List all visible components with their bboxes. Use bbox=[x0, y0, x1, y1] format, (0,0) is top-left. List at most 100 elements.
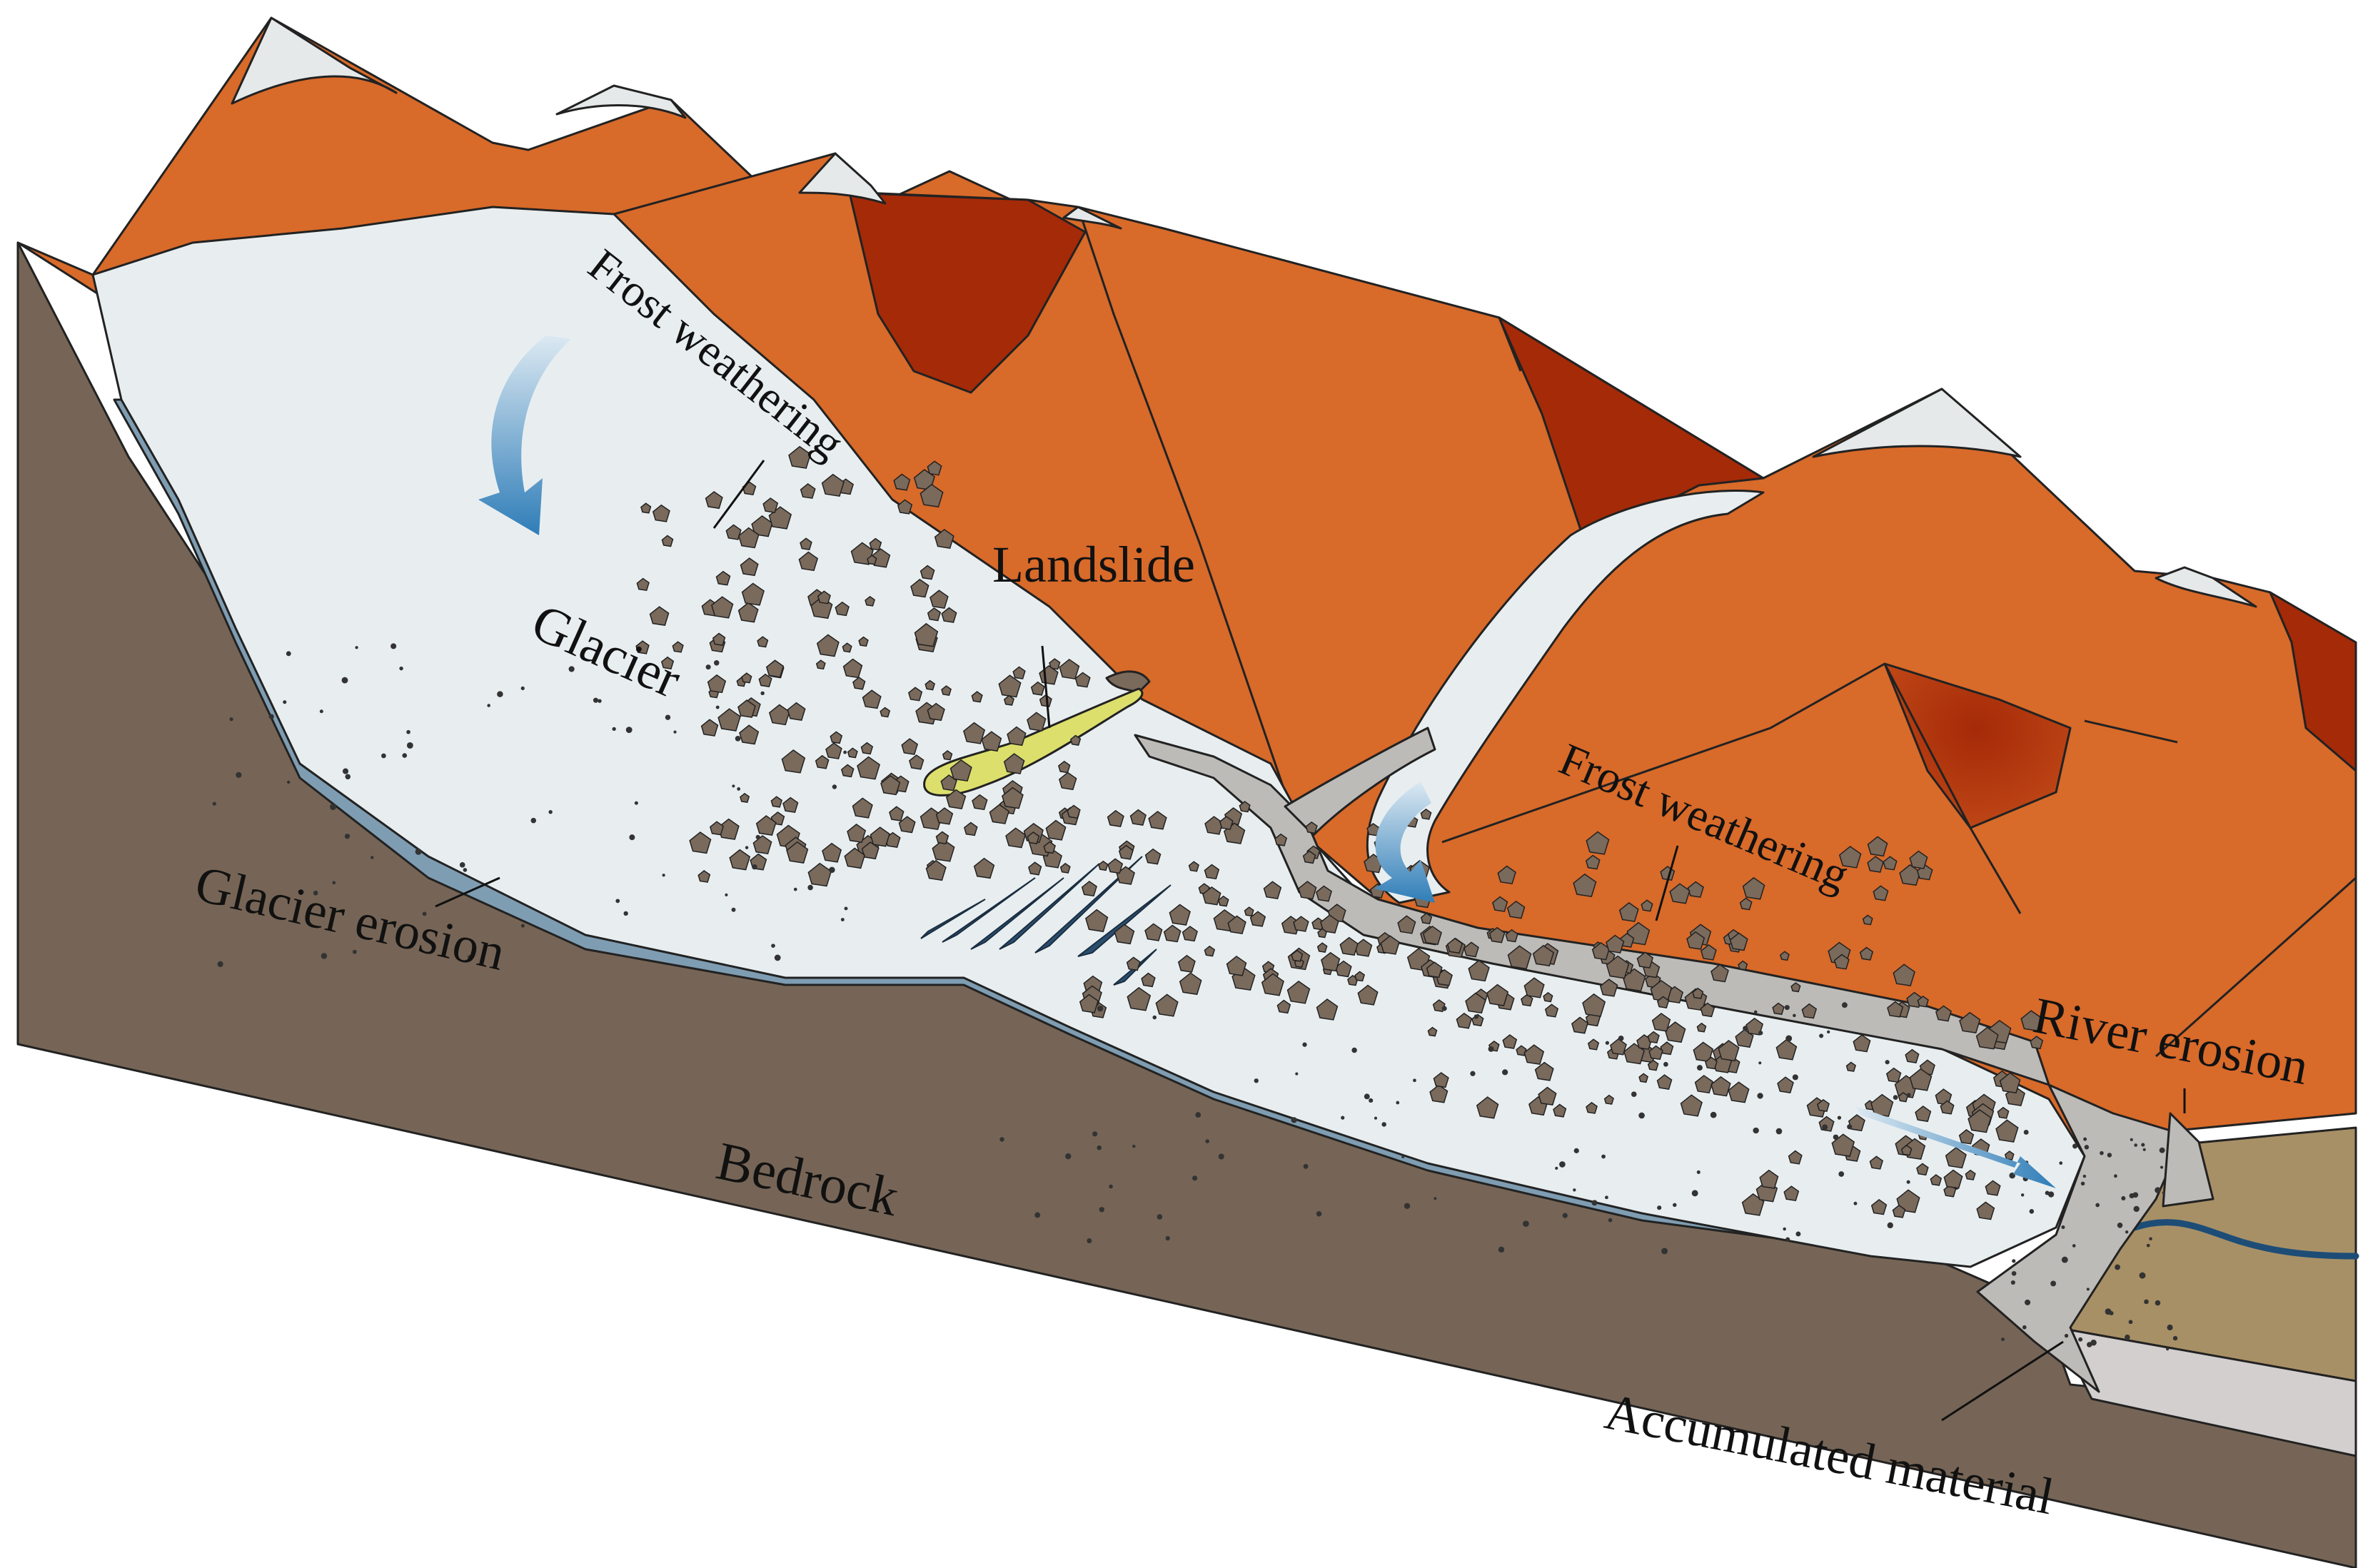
sediment-dot bbox=[352, 949, 357, 954]
sediment-dot bbox=[1785, 1035, 1793, 1042]
sediment-dot bbox=[1887, 1222, 1893, 1229]
label-landslide: Landslide bbox=[992, 536, 1195, 593]
snow-cap-1 bbox=[231, 16, 398, 105]
sediment-dot bbox=[2128, 1320, 2133, 1325]
sediment-dot bbox=[2061, 1256, 2068, 1263]
sediment-dot bbox=[1710, 1111, 1717, 1118]
mountain-shadow-face-3 bbox=[1883, 662, 2072, 829]
debris-rock bbox=[2004, 1150, 2015, 1160]
debris-rock bbox=[946, 789, 967, 809]
leader-glacier-erosion bbox=[435, 876, 500, 908]
debris-rock bbox=[1853, 1034, 1871, 1053]
debris-rock bbox=[1420, 912, 1433, 925]
debris-rock bbox=[1680, 1094, 1703, 1117]
debris-rock bbox=[1623, 1043, 1646, 1065]
sediment-dot bbox=[520, 686, 525, 691]
debris-rock bbox=[1917, 996, 1929, 1008]
sediment-dot bbox=[2050, 1280, 2057, 1287]
sediment-dot bbox=[1473, 1014, 1479, 1019]
sediment-dot bbox=[1434, 1197, 1437, 1200]
debris-rock bbox=[1940, 1100, 1955, 1115]
leader-accumulated-material bbox=[1941, 1340, 2064, 1422]
debris-rock bbox=[755, 815, 777, 836]
sediment-dot bbox=[1316, 1211, 1322, 1217]
sediment-dot bbox=[1696, 1170, 1701, 1174]
sediment-dot bbox=[1837, 1116, 1842, 1120]
debris-rock bbox=[941, 607, 957, 623]
debris-rock bbox=[1274, 833, 1288, 846]
sediment-dot bbox=[1601, 1154, 1606, 1159]
debris-rock bbox=[1320, 914, 1339, 934]
debris-rock bbox=[1074, 672, 1091, 688]
debris-rock bbox=[1468, 959, 1490, 982]
debris-rock bbox=[1775, 1038, 1798, 1061]
debris-rock bbox=[1817, 1098, 1830, 1112]
sediment-dot bbox=[793, 887, 797, 891]
sediment-dot bbox=[1696, 1065, 1703, 1071]
debris-rock bbox=[672, 641, 684, 653]
debris-rock bbox=[1759, 1169, 1779, 1189]
debris-rock bbox=[989, 804, 1010, 824]
debris-rock bbox=[2030, 1036, 2044, 1050]
sediment-dot bbox=[1605, 1041, 1610, 1045]
sediment-dot bbox=[1559, 1161, 1566, 1168]
debris-rock bbox=[1700, 1002, 1715, 1018]
debris-rock bbox=[765, 659, 785, 678]
sediment-dot bbox=[1097, 1005, 1104, 1012]
sediment-dot bbox=[1663, 1061, 1668, 1067]
debris-rock bbox=[1144, 848, 1162, 865]
debris-rock bbox=[927, 460, 942, 476]
debris-rock bbox=[1943, 1184, 1957, 1198]
debris-rock bbox=[1488, 926, 1506, 944]
sediment-dot bbox=[1785, 1237, 1790, 1242]
sediment-dot bbox=[615, 899, 620, 904]
sediment-dot bbox=[2172, 1335, 2178, 1341]
leader-frost-weathering-upper bbox=[712, 460, 765, 529]
debris-rock bbox=[1027, 712, 1047, 732]
sediment-dot bbox=[2010, 1280, 2015, 1285]
sediment-dot bbox=[1631, 1091, 1637, 1098]
sediment-dot bbox=[1502, 1069, 1508, 1076]
debris-rock bbox=[1059, 862, 1071, 874]
debris-rock bbox=[1959, 1011, 1981, 1034]
sediment-dot bbox=[623, 911, 628, 916]
debris-rock bbox=[1648, 1045, 1663, 1061]
debris-rock bbox=[1975, 1026, 1999, 1050]
debris-rock bbox=[1686, 931, 1706, 950]
sediment-dot bbox=[1341, 1116, 1345, 1120]
sediment-dot bbox=[487, 704, 490, 707]
debris-rock bbox=[1636, 951, 1654, 968]
debris-rock bbox=[1126, 956, 1141, 971]
debris-rock bbox=[1163, 924, 1182, 943]
debris-rock bbox=[1067, 804, 1081, 819]
sediment-dot bbox=[2121, 1195, 2126, 1201]
snow-cap-4 bbox=[1062, 206, 1122, 230]
landslide-scar bbox=[1105, 670, 1151, 694]
sediment-dot bbox=[2142, 1148, 2146, 1151]
debris-rock bbox=[1002, 786, 1024, 809]
debris-rock bbox=[1896, 1189, 1920, 1213]
debris-rock bbox=[1321, 951, 1341, 972]
crevasses bbox=[920, 856, 1172, 986]
sediment-dot bbox=[2139, 1272, 2146, 1279]
debris-rock bbox=[1463, 941, 1479, 958]
debris-rock bbox=[821, 473, 845, 497]
debris-rock bbox=[1357, 984, 1379, 1006]
debris-rock bbox=[865, 595, 875, 607]
debris-rock bbox=[1892, 1204, 1906, 1218]
debris-rock bbox=[1777, 1076, 1794, 1093]
debris-rock bbox=[816, 634, 840, 657]
debris-rock bbox=[1339, 936, 1359, 956]
sediment-dot bbox=[330, 804, 336, 811]
debris-rock bbox=[971, 691, 983, 703]
sediment-dot bbox=[319, 709, 323, 714]
sediment-dot bbox=[598, 699, 602, 703]
debris-rock bbox=[1965, 1169, 1976, 1180]
sediment-dot bbox=[2086, 1288, 2090, 1291]
debris-rock bbox=[847, 824, 867, 844]
debris-rock bbox=[1696, 1022, 1707, 1033]
debris-rock bbox=[1505, 929, 1518, 943]
debris-rock bbox=[715, 570, 731, 586]
debris-rock bbox=[935, 807, 954, 825]
debris-rock bbox=[907, 687, 923, 702]
